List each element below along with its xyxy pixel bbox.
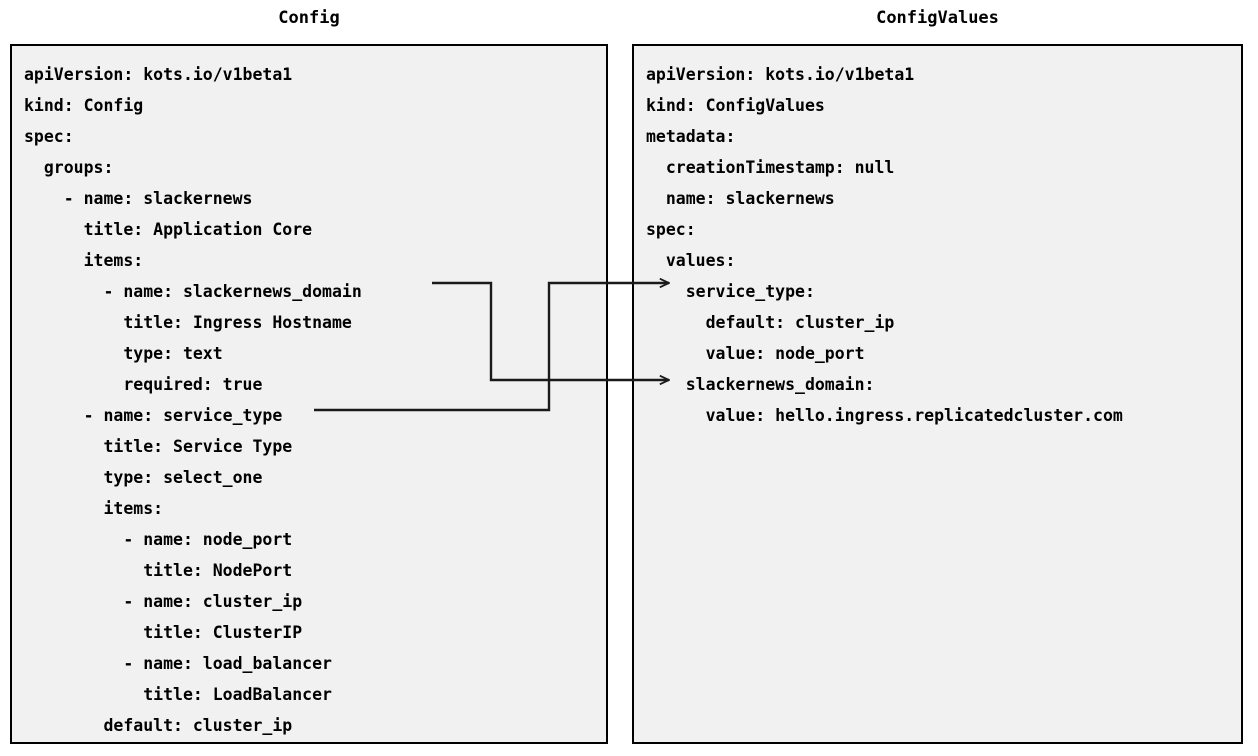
configvalues-panel: apiVersion: kots.io/v1beta1 kind: Config… xyxy=(632,44,1243,744)
config-yaml-text: apiVersion: kots.io/v1beta1 kind: Config… xyxy=(24,65,362,735)
config-panel-title: Config xyxy=(278,8,340,28)
configvalues-yaml-text: apiVersion: kots.io/v1beta1 kind: Config… xyxy=(646,65,1123,425)
config-panel: apiVersion: kots.io/v1beta1 kind: Config… xyxy=(10,44,608,744)
configvalues-panel-title: ConfigValues xyxy=(876,8,999,28)
